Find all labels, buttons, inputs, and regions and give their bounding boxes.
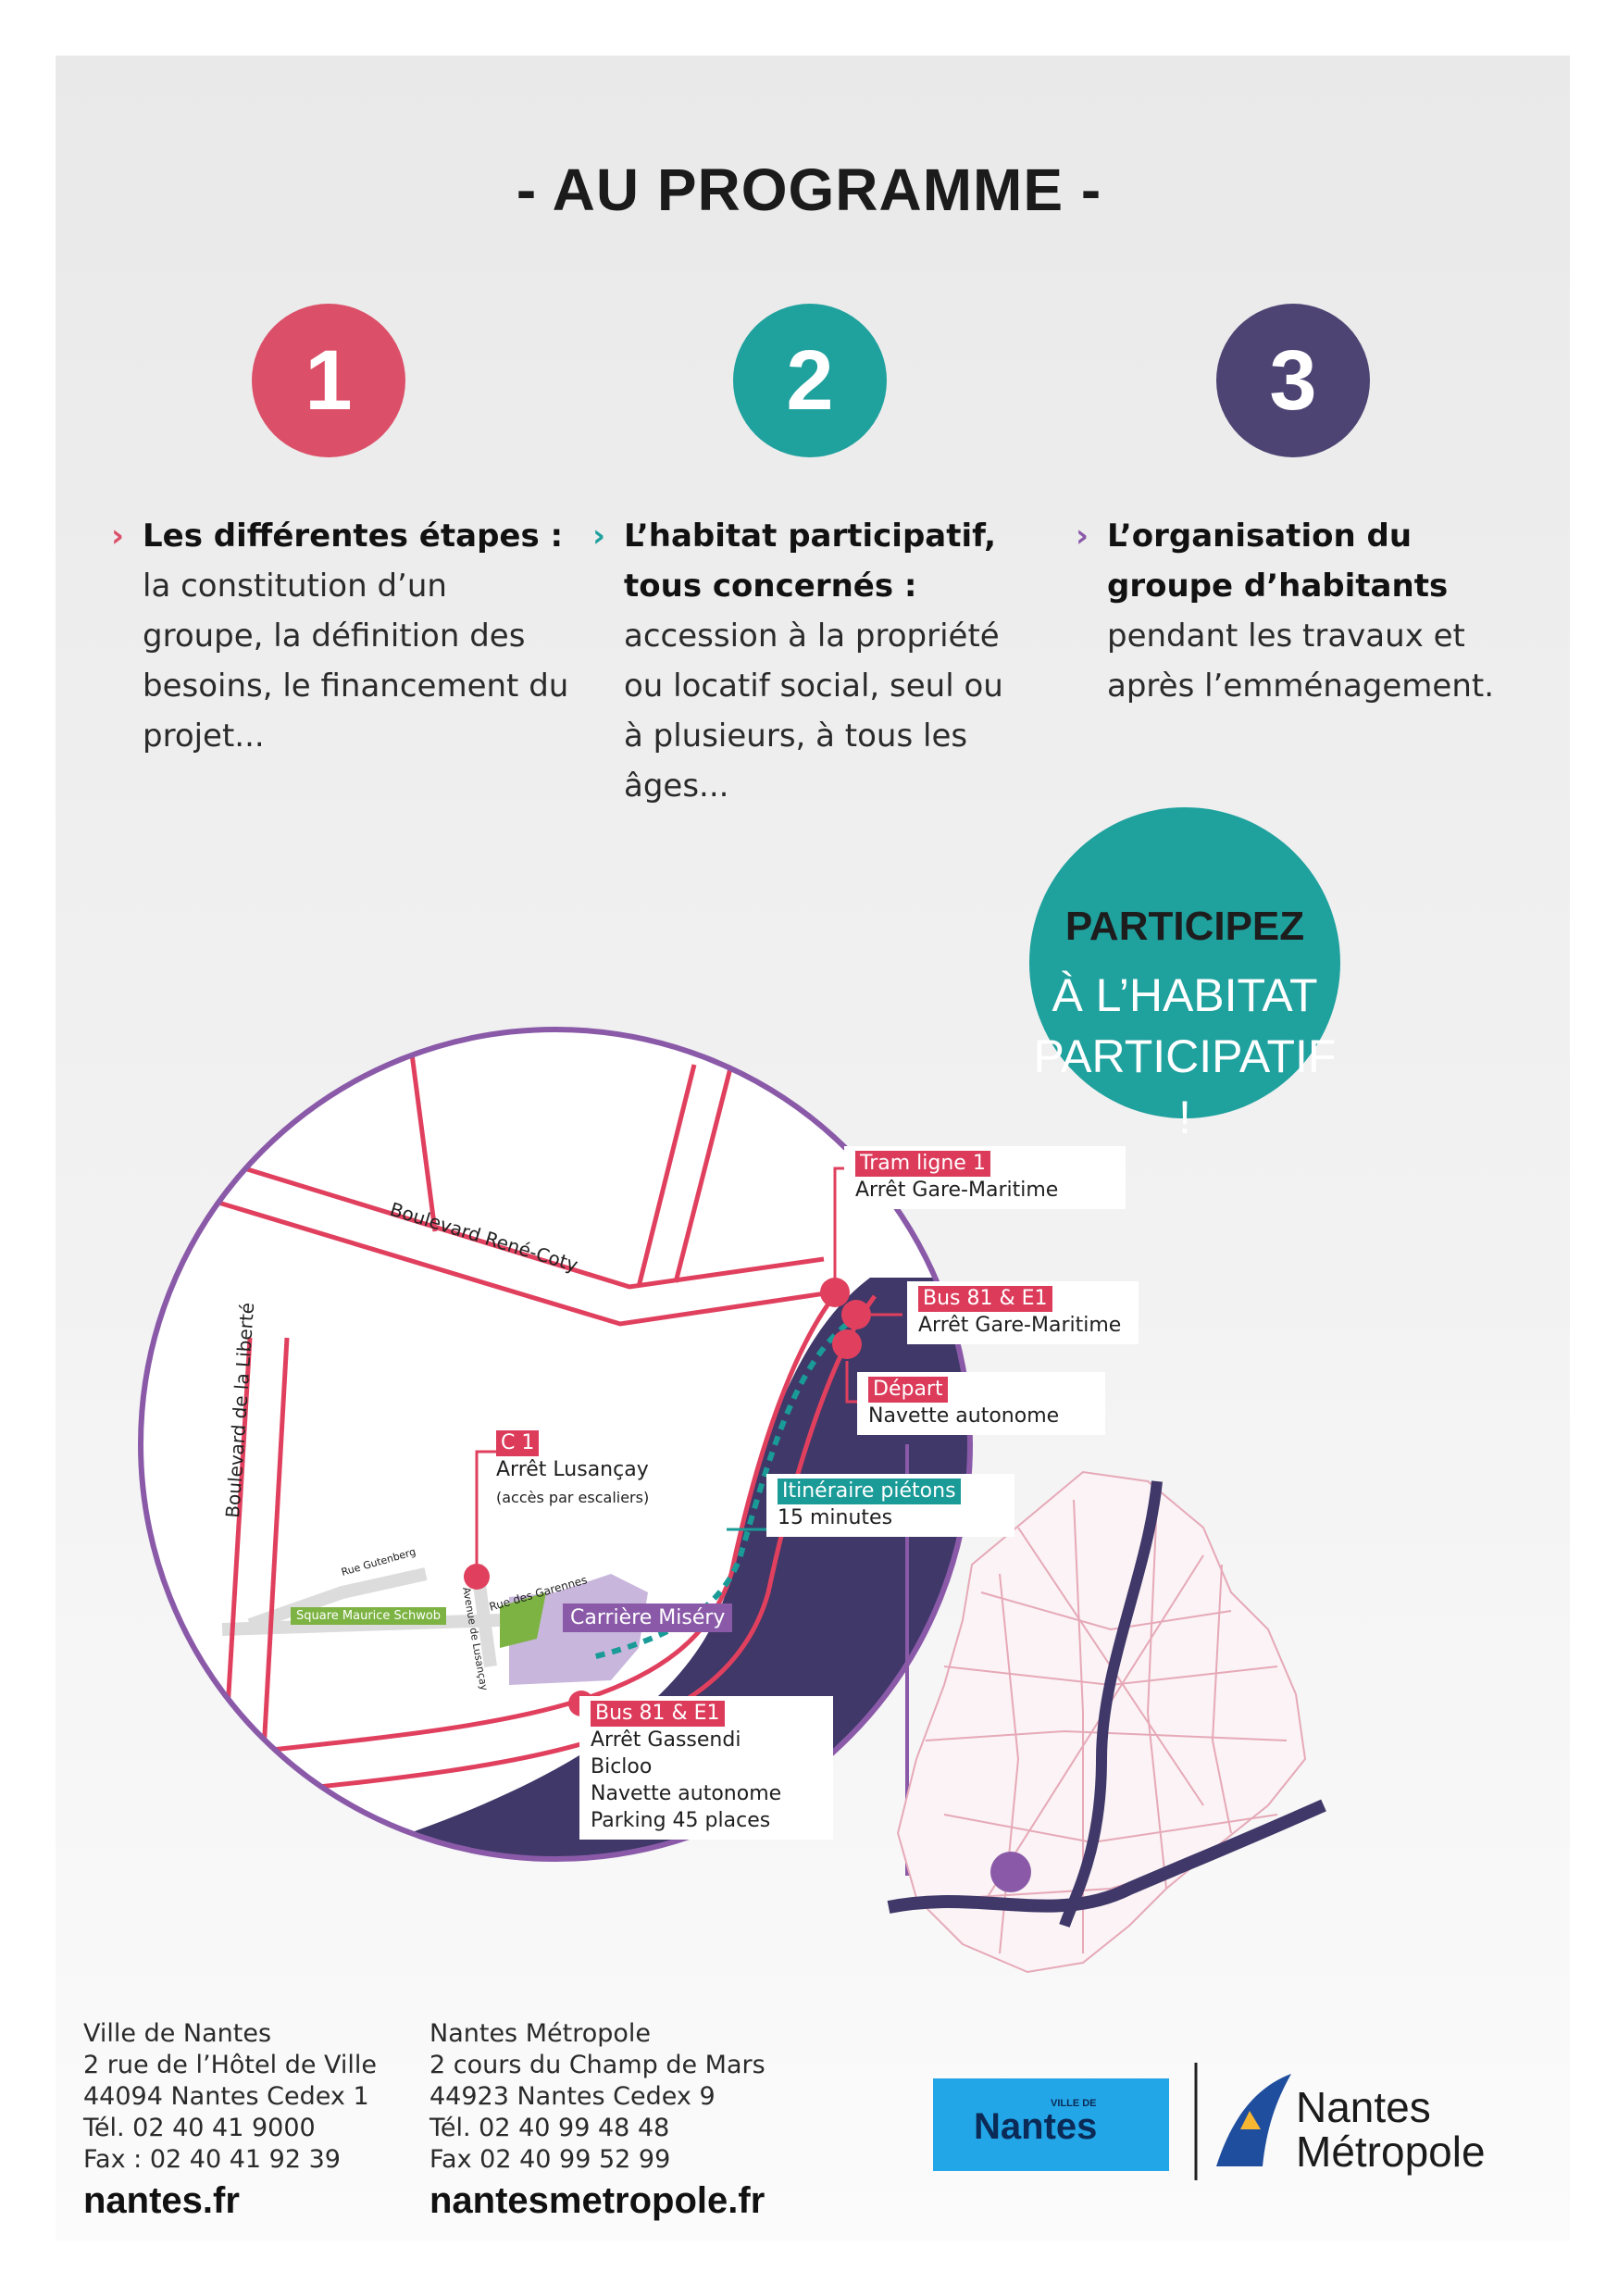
tram-label: Tram ligne 1 Arrêt Gare-Maritime [844, 1146, 1126, 1209]
chevron-right-icon: › [592, 518, 606, 555]
ville-fax: Fax : 02 40 41 92 39 [83, 2145, 341, 2174]
participez-badge: PARTICIPEZ À L’HABITAT PARTICIPATIF ! [1029, 807, 1340, 1143]
bus-gassendi-label: Bus 81 & E1 Arrêt Gassendi Bicloo Navett… [579, 1696, 833, 1840]
metropole-phone: Tél. 02 40 99 48 48 [429, 2114, 670, 2142]
ville-address: 2 rue de l’Hôtel de Ville [83, 2051, 378, 2079]
metropole-fax: Fax 02 40 99 52 99 [429, 2145, 671, 2174]
step-2-body: accession à la propriété ou locatif soci… [624, 618, 1003, 805]
svg-text:Nantes: Nantes [1296, 2083, 1431, 2131]
ville-postcode: 44094 Nantes Cedex 1 [83, 2082, 369, 2111]
step-3-body: pendant les travaux et après l’emménagem… [1107, 618, 1495, 705]
bus-gare-label: Bus 81 & E1 Arrêt Gare-Maritime [907, 1281, 1139, 1344]
page-title: - AU PROGRAMME - [516, 156, 1102, 223]
depart-label: Départ Navette autonome [857, 1372, 1105, 1435]
bus-stop-marker [841, 1300, 871, 1329]
metropole-inset-map [887, 1470, 1326, 1974]
footer-ville: Ville de Nantes 2 rue de l’Hôtel de Vill… [83, 2018, 377, 2226]
svg-text:VILLE DE: VILLE DE [1051, 2098, 1097, 2109]
participez-line1: PARTICIPEZ [1064, 904, 1305, 949]
step-3-badge: 3 [1216, 304, 1370, 457]
ville-de-nantes-logo: VILLE DE Nantes [933, 2078, 1169, 2171]
nantes-metropole-logo: Nantes Métropole [1216, 2074, 1486, 2176]
step-2-heading: L’habitat participatif, tous concernés : [624, 518, 996, 605]
location-dot [990, 1852, 1031, 1892]
metropole-name: Nantes Métropole [429, 2019, 651, 2048]
step-3-heading: L’organisation du groupe d’habitants [1107, 518, 1449, 605]
footer-metropole: Nantes Métropole 2 cours du Champ de Mar… [429, 2018, 765, 2226]
ville-website-link[interactable]: nantes.fr [83, 2180, 240, 2221]
carriere-label: Carrière Miséry [563, 1603, 733, 1632]
square-label: Square Maurice Schwob [291, 1607, 447, 1625]
svg-text:Métropole: Métropole [1296, 2128, 1486, 2176]
step-3-text: › L’organisation du groupe d’habitants p… [1076, 511, 1524, 711]
svg-text:Nantes: Nantes [974, 2106, 1097, 2147]
chevron-right-icon: › [111, 518, 125, 555]
itineraire-label: Itinéraire piétons 15 minutes [766, 1474, 1014, 1537]
step-1-badge: 1 [252, 304, 405, 457]
step-1-text: › Les différentes étapes : la constituti… [111, 511, 578, 761]
c1-label: C 1 Arrêt Lusançay (accès par escaliers) [496, 1430, 650, 1506]
map-frame [138, 1027, 973, 1862]
ville-name: Ville de Nantes [83, 2019, 272, 2048]
ville-phone: Tél. 02 40 41 9000 [83, 2114, 316, 2142]
step-2-badge: 2 [733, 304, 887, 457]
metropole-address: 2 cours du Champ de Mars [429, 2051, 765, 2079]
step-2-text: › L’habitat participatif, tous concernés… [592, 511, 1031, 811]
metropole-website-link[interactable]: nantesmetropole.fr [429, 2180, 765, 2221]
participez-line2: À L’HABITAT [1052, 969, 1318, 1021]
metropole-postcode: 44923 Nantes Cedex 9 [429, 2082, 716, 2111]
participez-line3: PARTICIPATIF ! [1033, 1030, 1337, 1143]
depart-marker [832, 1329, 862, 1359]
pedestrian-route [591, 1312, 863, 1660]
c1-stop-marker [464, 1564, 490, 1590]
chevron-right-icon: › [1076, 518, 1089, 555]
step-1-body: la constitution d’un groupe, la définiti… [143, 568, 569, 755]
step-1-heading: Les différentes étapes : [143, 518, 564, 555]
square-area [500, 1592, 546, 1648]
